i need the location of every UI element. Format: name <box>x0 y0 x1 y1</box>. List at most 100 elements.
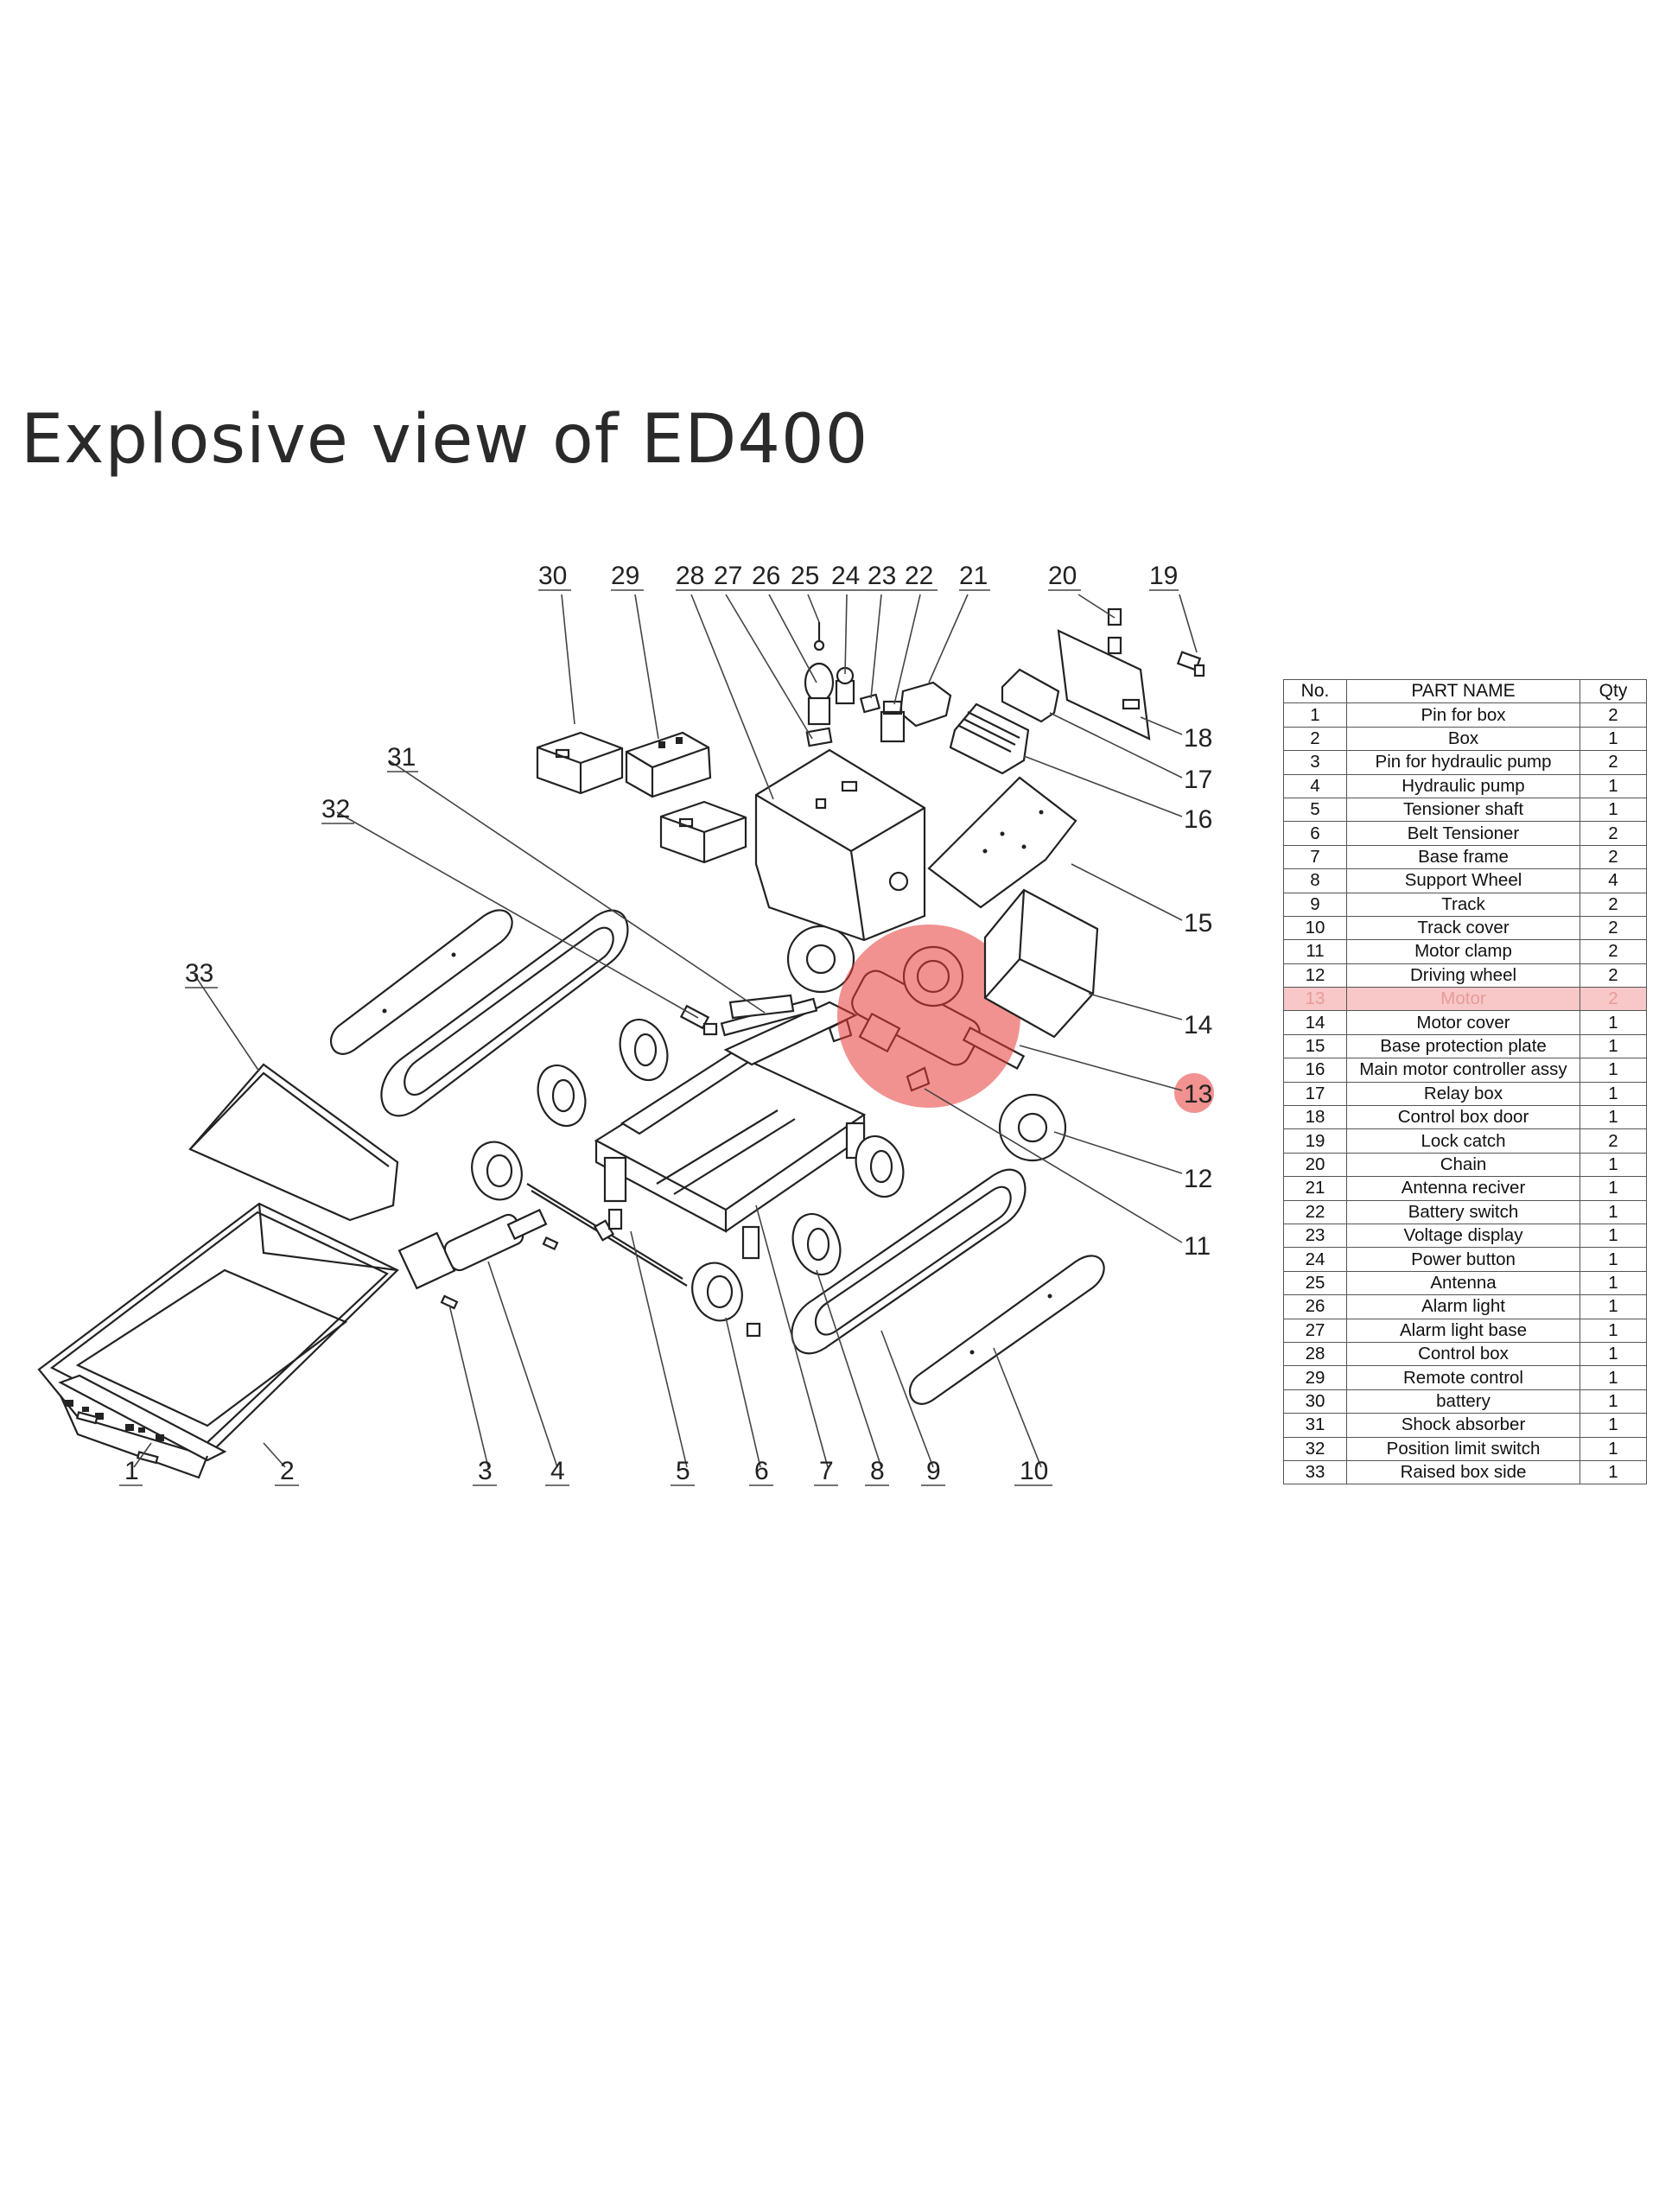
hydraulic-pump-part <box>397 1208 548 1290</box>
support-wheel-part <box>537 1018 905 1338</box>
belt-tensioner-part <box>471 1141 743 1322</box>
base-frame-part <box>594 997 867 1260</box>
cell-qty: 1 <box>1580 1341 1647 1367</box>
cell-part-name: Main motor controller assy <box>1346 1058 1580 1083</box>
leader-lines <box>133 594 1198 1468</box>
callout-label: 1 <box>124 1457 139 1485</box>
control-box-part <box>754 748 926 942</box>
voltage-display-part <box>859 693 881 714</box>
cell-qty: 2 <box>1580 1128 1647 1154</box>
cell-no: 33 <box>1283 1459 1347 1485</box>
cell-part-name: Alarm light base <box>1346 1318 1580 1343</box>
cell-no: 26 <box>1283 1294 1347 1319</box>
cell-qty: 2 <box>1580 915 1647 941</box>
callout-label: 24 <box>831 562 860 590</box>
cell-no: 6 <box>1283 821 1347 846</box>
box-part <box>37 1202 399 1479</box>
cell-part-name: Base frame <box>1346 844 1580 870</box>
header-no: No. <box>1283 678 1347 704</box>
cell-part-name: Shock absorber <box>1346 1413 1580 1438</box>
cell-no: 2 <box>1283 726 1347 752</box>
parts-table-header: No. PART NAME Qty <box>1283 678 1647 704</box>
cell-part-name: Motor cover <box>1346 1010 1580 1035</box>
cell-qty: 1 <box>1580 1152 1647 1178</box>
callout-label: 3 <box>478 1457 493 1485</box>
remote-control-part <box>625 731 712 798</box>
cell-qty: 1 <box>1580 1389 1647 1414</box>
cell-part-name: Relay box <box>1346 1081 1580 1107</box>
callout-label: 21 <box>959 562 988 590</box>
cell-no: 9 <box>1283 892 1347 917</box>
callout-label: 8 <box>870 1457 885 1485</box>
callout-labels: 30 29 28 27 26 25 24 23 22 21 20 19 18 1… <box>119 562 1212 1486</box>
cell-part-name: Raised box side <box>1346 1459 1580 1485</box>
cell-qty: 1 <box>1580 1105 1647 1130</box>
header-part-name: PART NAME <box>1346 678 1580 704</box>
callout-label: 28 <box>676 562 704 590</box>
cell-part-name: Driving wheel <box>1346 963 1580 988</box>
cell-qty: 1 <box>1580 1081 1647 1107</box>
control-box-door-part <box>1057 629 1151 741</box>
chain-part <box>1107 607 1122 655</box>
cell-part-name: Alarm light <box>1346 1294 1580 1319</box>
callout-label: 33 <box>185 959 213 988</box>
cell-part-name: Position limit switch <box>1346 1436 1580 1461</box>
callout-label: 19 <box>1149 562 1178 590</box>
cell-no: 32 <box>1283 1436 1347 1461</box>
cell-no: 10 <box>1283 915 1347 941</box>
cell-qty: 2 <box>1580 702 1647 728</box>
cell-no: 13 <box>1283 987 1347 1012</box>
cell-part-name: Control box <box>1346 1341 1580 1367</box>
callout-label: 7 <box>819 1457 834 1485</box>
main-motor-controller-part <box>949 702 1030 775</box>
cell-part-name: Remote control <box>1346 1365 1580 1390</box>
cell-qty: 1 <box>1580 1318 1647 1343</box>
cell-no: 12 <box>1283 963 1347 988</box>
cell-part-name: Hydraulic pump <box>1346 773 1580 798</box>
cell-qty: 2 <box>1580 892 1647 917</box>
cell-no: 30 <box>1283 1389 1347 1414</box>
callout-label: 29 <box>611 562 639 590</box>
track-part <box>380 909 1027 1355</box>
cell-qty: 1 <box>1580 1365 1647 1390</box>
battery-switch-part <box>880 700 906 743</box>
callout-label: 26 <box>752 562 780 590</box>
cell-part-name: Antenna reciver <box>1346 1176 1580 1201</box>
tensioner-shaft-part <box>526 1183 688 1287</box>
cell-qty: 1 <box>1580 1176 1647 1201</box>
cell-no: 15 <box>1283 1033 1347 1059</box>
cell-qty: 1 <box>1580 773 1647 798</box>
cell-no: 18 <box>1283 1105 1347 1130</box>
cell-qty: 1 <box>1580 1199 1647 1224</box>
cell-part-name: Pin for box <box>1346 702 1580 728</box>
shock-absorber-part <box>728 994 795 1020</box>
cell-qty: 1 <box>1580 1294 1647 1319</box>
callout-label: 30 <box>538 562 567 590</box>
callout-label: 25 <box>791 562 819 590</box>
callout-label: 23 <box>868 562 896 590</box>
callout-label: 14 <box>1184 1011 1212 1039</box>
callout-label: 10 <box>1020 1457 1048 1485</box>
cell-qty: 1 <box>1580 1436 1647 1461</box>
raised-box-side-part <box>188 1063 399 1222</box>
cell-no: 20 <box>1283 1152 1347 1178</box>
